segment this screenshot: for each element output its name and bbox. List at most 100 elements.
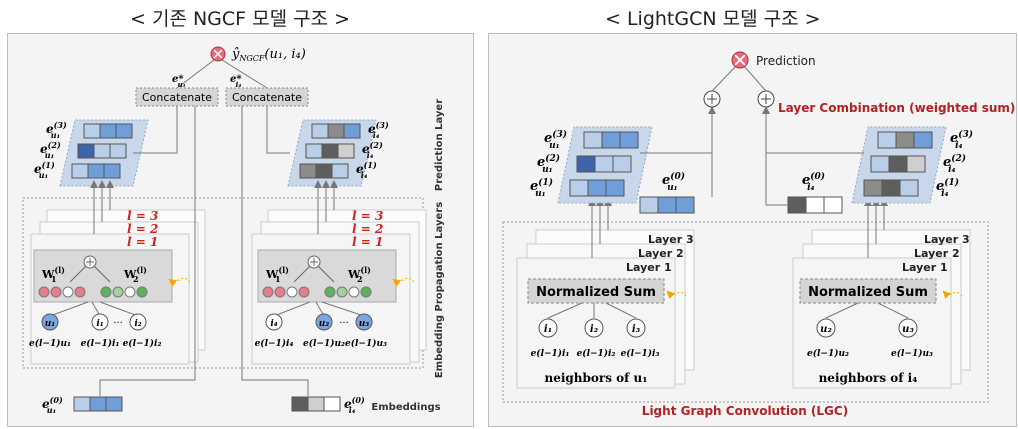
ngcf-user-e2 [77, 143, 127, 159]
ngcf-left-ellipsis: ··· [113, 318, 123, 329]
ngcf-label-i2: e(l−1)i₂ [123, 338, 162, 349]
lgc-item-e2 [870, 155, 926, 173]
ngcf-right-l1: l = 1 [352, 235, 383, 249]
svg-text:Normalized Sum: Normalized Sum [536, 285, 656, 300]
ngcf-left-w2: W [123, 268, 137, 281]
ngcf-left-red-dot-2 [50, 286, 62, 298]
ngcf-left-red-dot-3 [74, 286, 86, 298]
ngcf-side-propagation: Embedding Propagation Layers [434, 202, 445, 378]
lgc-emb-item-label: e(0)i₄ [802, 171, 825, 193]
lgc-user-e3-label: e(3)u₁ [544, 129, 567, 151]
ngcf-node-u2 [315, 313, 333, 331]
svg-text:Normalized Sum: Normalized Sum [808, 285, 928, 300]
lgc-emb-user [639, 196, 695, 214]
ngcf-node-i2 [129, 313, 147, 331]
ngcf-node-i4 [265, 313, 283, 331]
ngcf-left-green-dot-3 [136, 286, 148, 298]
ngcf-emb-item-label: e(0)i₄ [344, 395, 365, 415]
lgc-user-e2 [576, 155, 632, 173]
svg-text:W(l)1: W(l)1 [41, 265, 65, 284]
lgc-frame [502, 221, 989, 403]
lgc-left-layer1: Layer 1 [626, 261, 672, 274]
ngcf-emb-user-label: e(0)u₁ [42, 395, 63, 415]
ngcf-item-e1-label: e(1)i₄ [356, 160, 377, 180]
svg-text:Concatenate: Concatenate [142, 91, 212, 104]
title-lightgcn: < LightGCN 모델 구조 > [605, 8, 821, 30]
lgc-item-e1-label: e(1)i₄ [936, 177, 959, 199]
svg-text:u₃: u₃ [902, 324, 914, 335]
svg-text:W(l)2: W(l)2 [347, 265, 371, 284]
lgc-item-e1 [863, 179, 919, 197]
svg-text:u₂: u₂ [319, 319, 330, 329]
svg-text:u₁: u₁ [45, 319, 56, 329]
ngcf-right-l3: l = 3 [352, 209, 383, 223]
ngcf-node-i1 [91, 313, 109, 331]
lgc-node-i2 [584, 318, 604, 338]
lgc-node-i1 [538, 318, 558, 338]
ngcf-item-e2-label: e(2)i₄ [362, 140, 383, 160]
lgc-label-i1: e(l−1)i₁ [531, 348, 570, 359]
lgc-right-normalized-sum [799, 278, 937, 304]
ngcf-left-green-dot-1 [100, 286, 112, 298]
svg-text:i₂: i₂ [134, 319, 141, 329]
lgc-label-i2: e(l−1)i₂ [577, 348, 616, 359]
ngcf-item-e2 [305, 143, 355, 159]
ngcf-user-e1 [71, 163, 121, 179]
lgc-item-e3-label: e(3)i₄ [950, 129, 973, 151]
ngcf-label-i1: e(l−1)i₁ [81, 338, 120, 349]
ngcf-left-white-dot [62, 286, 74, 298]
lgc-layer-combination: Layer Combination (weighted sum) [778, 101, 1015, 115]
ngcf-left-white-dot-2 [124, 286, 136, 298]
lgc-left-layer2: Layer 2 [638, 247, 684, 260]
ngcf-side-embeddings: Embeddings [371, 402, 440, 413]
ngcf-left-green-dot-2 [112, 286, 124, 298]
ngcf-e-i-star: e*i₄ [230, 74, 242, 89]
svg-text:W(l)1: W(l)1 [265, 265, 289, 284]
lgc-right-layer3: Layer 3 [924, 233, 970, 246]
lgc-prediction-label: Prediction [756, 54, 816, 68]
lgc-item-e2-label: e(2)i₄ [943, 153, 966, 175]
svg-text:u₂: u₂ [820, 324, 832, 335]
title-ngcf: < 기존 NGCF 모델 구조 > [130, 8, 351, 30]
lgc-user-e1-label: e(1)u₁ [530, 177, 553, 199]
svg-text:i₁: i₁ [544, 324, 552, 335]
ngcf-user-e3-label: e(3)u₁ [46, 120, 67, 140]
lgc-right-layer1: Layer 1 [902, 261, 948, 274]
ngcf-right-recurrence-arrow [392, 277, 415, 287]
ngcf-item-e3 [311, 123, 361, 139]
lgc-label-u2: e(l−1)u₂ [807, 348, 849, 359]
lgc-user-e2-label: e(2)u₁ [537, 153, 560, 175]
ngcf-node-u3 [355, 313, 373, 331]
svg-text:W(l)2: W(l)2 [123, 265, 147, 284]
ngcf-left-recurrence-arrow [168, 277, 191, 287]
ngcf-label-u1: e(l−1)u₁ [29, 338, 71, 349]
ngcf-prediction-formula: ŷNGCF(u₁, i₄) [231, 47, 306, 63]
ngcf-left-l1: l = 1 [127, 235, 158, 249]
lgc-right-layer2: Layer 2 [914, 247, 960, 260]
ngcf-left-l3: l = 3 [127, 209, 158, 223]
lgc-emb-item [787, 196, 843, 214]
svg-text:i₂: i₂ [590, 324, 599, 335]
ngcf-user-e1-label: e(1)u₁ [34, 160, 55, 180]
ngcf-right-l2: l = 2 [352, 222, 383, 236]
ngcf-label-i4: e(l−1)i₄ [255, 338, 294, 349]
ngcf-side-prediction: Prediction Layer [434, 99, 445, 191]
ngcf-emb-item [291, 396, 341, 412]
svg-text:i₃: i₃ [632, 324, 641, 335]
ngcf-left-l2: l = 2 [127, 222, 158, 236]
svg-text:i₄: i₄ [270, 319, 277, 329]
lgc-neighbors-u1: neighbors of u₁ [544, 371, 647, 385]
lgc-neighbors-i4: neighbors of i₄ [819, 371, 918, 385]
ngcf-emb-user [73, 396, 123, 412]
ngcf-e-u-star: e*u₁ [172, 74, 186, 89]
ngcf-node-u1 [41, 313, 59, 331]
lgc-node-u3 [898, 318, 918, 338]
ngcf-right-ellipsis: ··· [339, 318, 349, 329]
ngcf-label-u2: e(l−1)u₂ [303, 338, 345, 349]
lgc-right-layer1-card [792, 257, 952, 389]
lgc-caption: Light Graph Convolution (LGC) [642, 404, 848, 418]
lgc-node-u2 [816, 318, 836, 338]
svg-text:Concatenate: Concatenate [232, 91, 302, 104]
svg-text:i₁: i₁ [96, 319, 103, 329]
